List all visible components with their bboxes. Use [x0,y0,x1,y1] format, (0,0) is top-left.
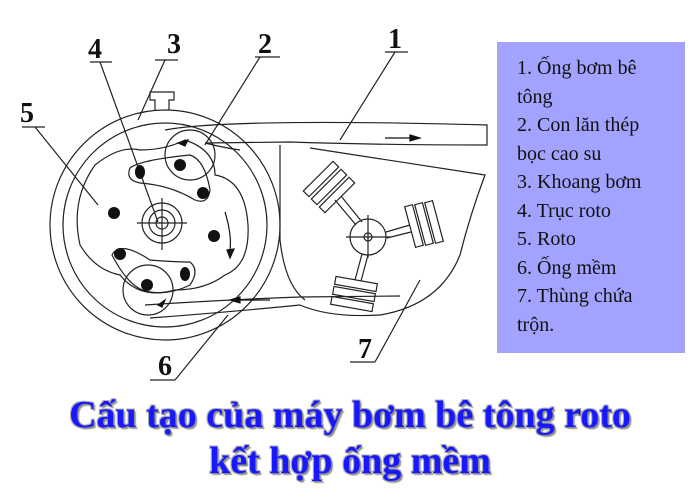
roller-bottom [122,264,174,316]
leader-line-3 [137,59,178,121]
pump-housing-outer [49,109,281,341]
roller-arm-top [128,154,211,202]
pump-housing-inner [62,122,268,328]
roller-arm-bottom [111,248,196,294]
agitator-arm-2 [385,224,412,239]
inlet-hose [144,295,401,319]
callout-3: 3 [167,29,181,60]
callout-1: 1 [388,24,402,55]
agitator-arm-1 [334,195,363,226]
agitator-arm-3 [354,253,369,282]
legend-item-4: 4. Trục roto [517,199,611,222]
mixing-tank [279,145,486,317]
delivery-pipe [164,121,488,146]
leader-line-6 [150,314,229,381]
title-line-2: kết hợp ống mềm [209,440,491,482]
roller-arrow-top-icon [176,139,190,147]
callout-4: 4 [88,34,102,65]
callout-7: 7 [358,334,372,365]
legend-item-3: 3. Khoang bơm [517,171,642,193]
title-line-1: Cấu tạo của máy bơm bê tông roto [69,394,631,436]
legend-item-6: 6. Ống mềm [517,256,617,279]
leader-line-1 [339,51,408,141]
agitator-paddle-2 [403,199,445,249]
roller-top [164,129,216,181]
leader-line-4 [90,61,159,223]
leader-line-2 [204,56,280,146]
flow-arrow-right-icon [385,134,423,142]
rotation-arrow-icon [224,211,232,251]
leader-line-7 [350,279,421,363]
callout-6: 6 [158,351,172,382]
roller-arrow-bottom-icon [156,298,167,308]
diagram-title: Cấu tạo của máy bơm bê tông roto kết hợp… [0,392,700,484]
leader-line-5 [22,126,99,206]
flow-arrow-left-icon [227,296,270,304]
agitator-paddle-1 [302,160,356,214]
legend-item-5: 5. Roto [517,228,576,250]
agitator-paddle-3 [329,275,379,313]
rotor-holes [108,159,220,291]
pump-diagram: 1 2 3 4 5 6 7 [20,24,488,382]
housing-nub [149,91,175,110]
callout-5: 5 [20,98,34,129]
rotor [76,139,249,294]
callout-2: 2 [258,29,272,60]
